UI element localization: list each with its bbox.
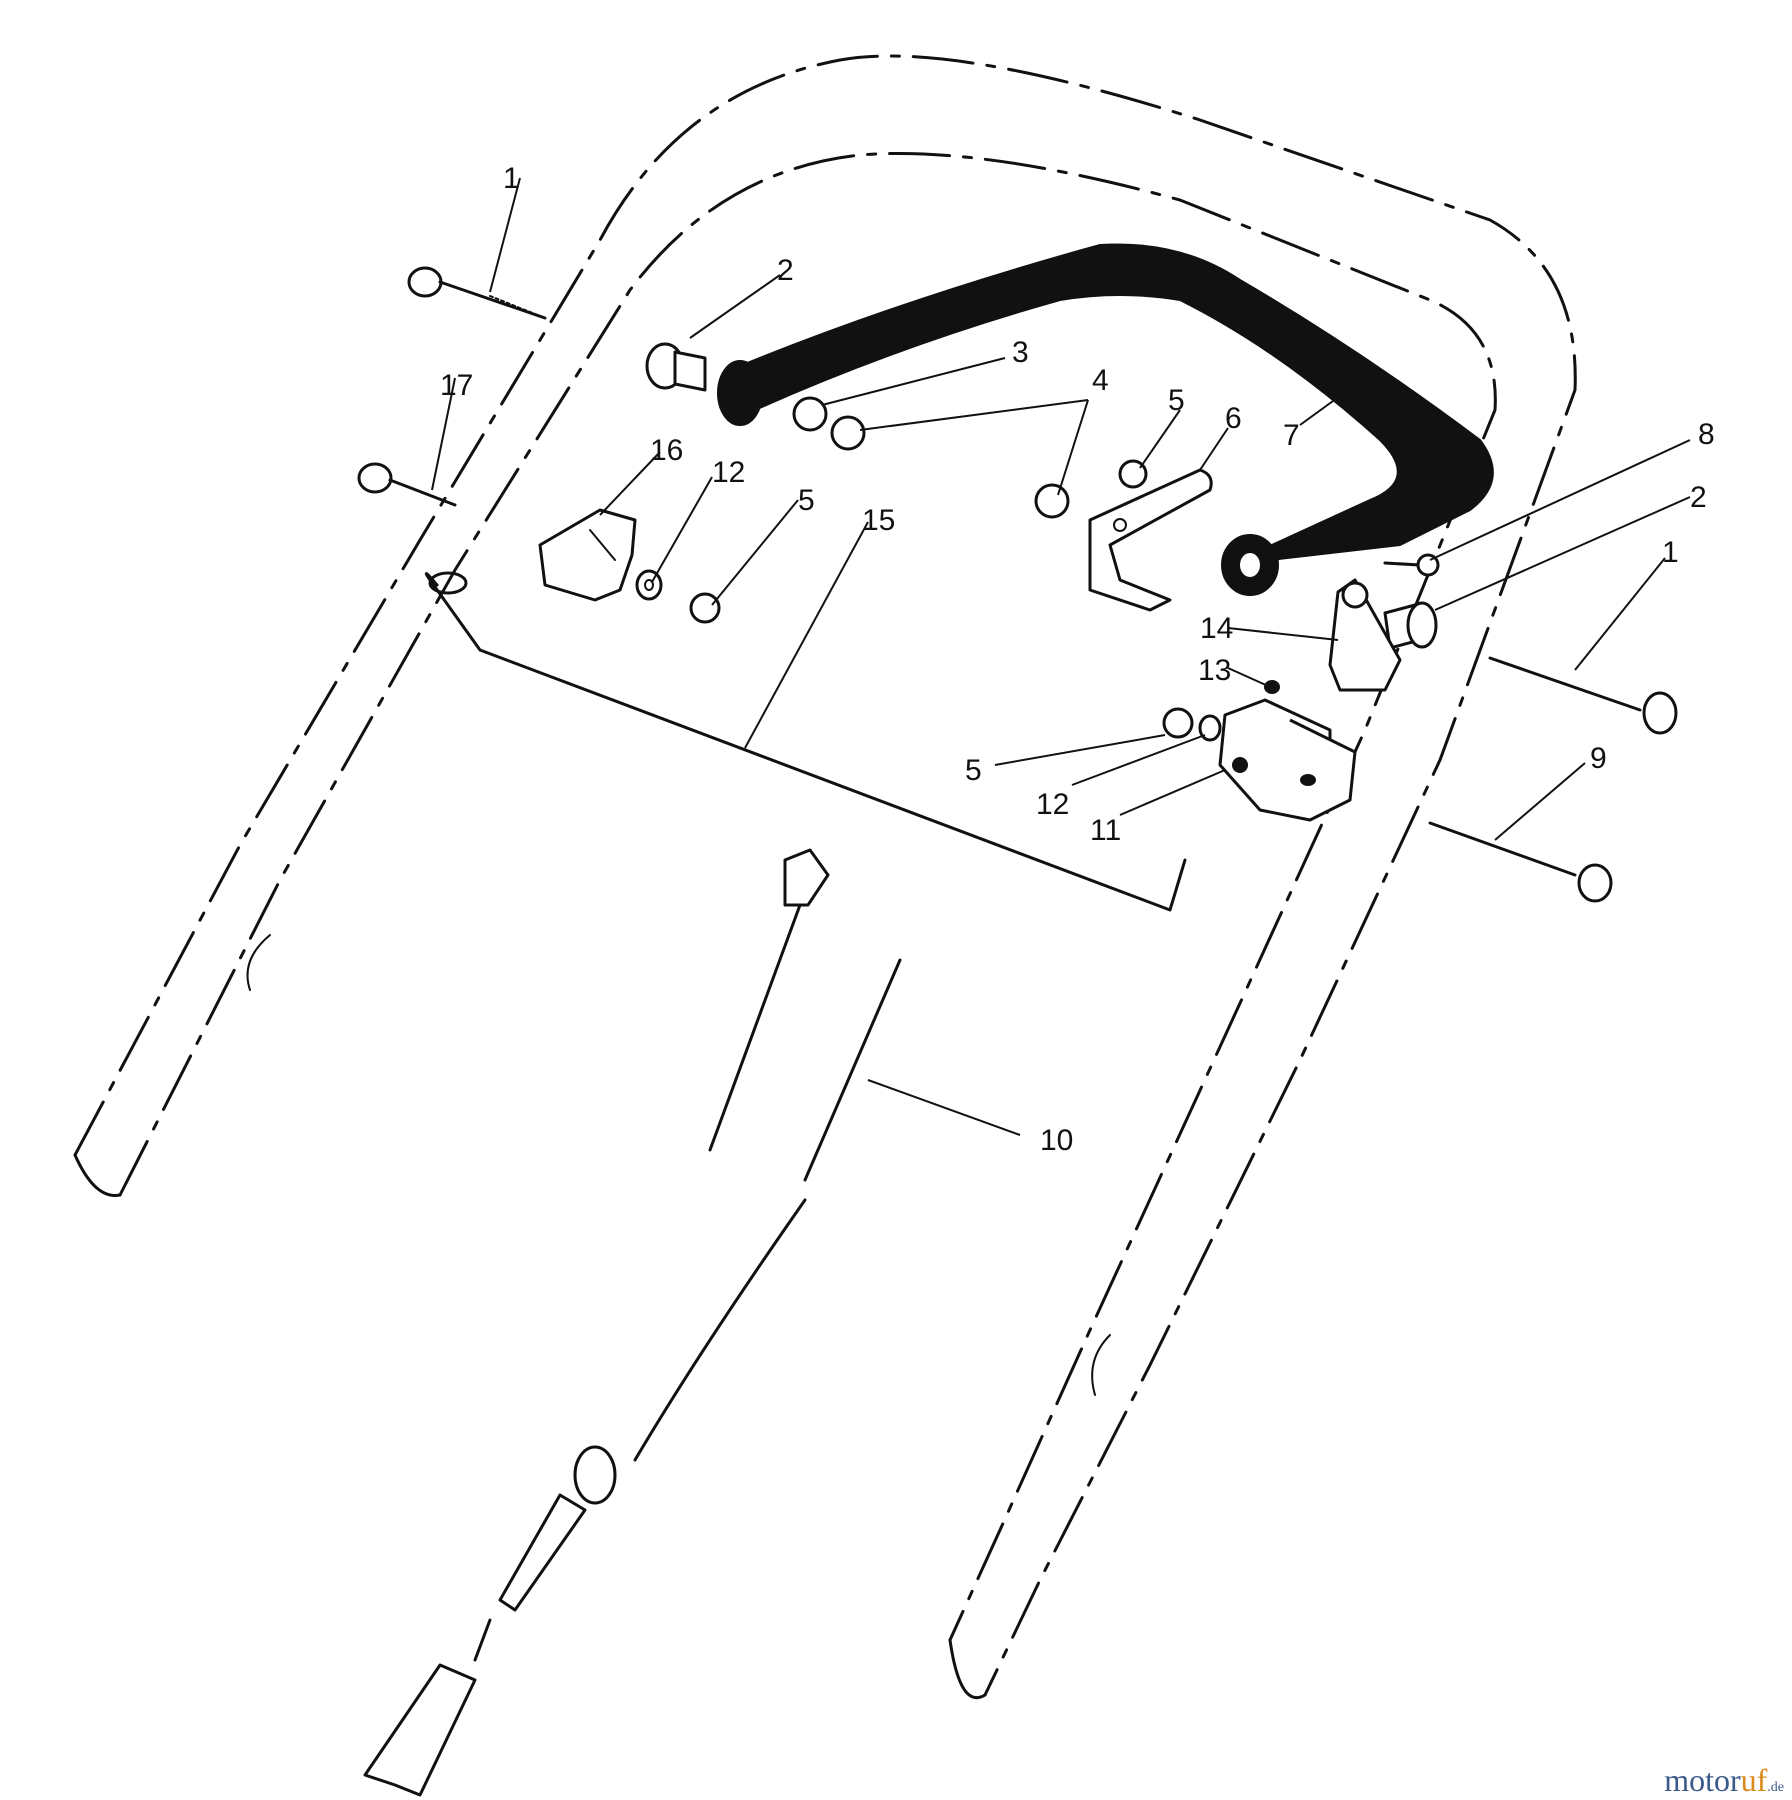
- callout-5-upper: 5: [1168, 384, 1185, 417]
- leader-lines: [431, 177, 1691, 1136]
- part-screw-8: [1383, 553, 1440, 577]
- part-washer-12-lower: [1198, 714, 1222, 742]
- callout-15: 15: [862, 504, 895, 537]
- watermark-accent: uf: [1740, 1762, 1768, 1798]
- part-carriage-bolt-1-left: [407, 266, 547, 320]
- part-cable-10: [363, 848, 902, 1797]
- part-housing-11: [1218, 698, 1357, 822]
- callout-6: 6: [1225, 402, 1242, 435]
- callout-14: 14: [1200, 612, 1233, 645]
- bail-handle: [717, 243, 1494, 596]
- part-spacer-3: [792, 396, 828, 432]
- callout-2-right: 2: [1690, 481, 1707, 514]
- callout-8: 8: [1698, 418, 1715, 451]
- callout-10: 10: [1040, 1124, 1073, 1157]
- part-rod-15: [424, 571, 1187, 912]
- part-bracket-6: [1088, 468, 1213, 612]
- callout-2-top: 2: [777, 254, 794, 287]
- watermark-main: motor: [1664, 1762, 1741, 1798]
- part-shoulder-bolt-2-top: [645, 342, 707, 392]
- callout-13: 13: [1198, 654, 1231, 687]
- part-locknut-4-lower: [1034, 483, 1070, 519]
- callout-4: 4: [1092, 364, 1109, 397]
- part-bracket-16: [538, 508, 637, 602]
- part-carriage-bolt-9: [1428, 821, 1613, 903]
- callout-1-left: 1: [503, 162, 520, 195]
- callout-17: 17: [440, 369, 473, 402]
- site-watermark: motoruf.de: [1664, 1764, 1784, 1796]
- callout-7: 7: [1283, 419, 1300, 452]
- handle-frame: [73, 54, 1577, 1700]
- watermark-tld: .de: [1767, 1780, 1784, 1795]
- part-locknut-4-upper: [830, 415, 866, 451]
- callout-3: 3: [1012, 336, 1029, 369]
- part-cam-14: [1328, 578, 1402, 692]
- callouts: 1 2 3 4 5 6 7 8 2 1 17 16 12 5 15 14 13 …: [440, 162, 1715, 1157]
- part-shoulder-bolt-2-right: [1383, 601, 1438, 650]
- part-spring-13: [1264, 680, 1280, 694]
- callout-12-lower: 12: [1036, 788, 1069, 821]
- callout-1-right: 1: [1662, 536, 1679, 569]
- callout-5-lower: 5: [965, 754, 982, 787]
- callout-5-mid: 5: [798, 484, 815, 517]
- part-carriage-bolt-17: [357, 462, 457, 507]
- callout-12-upper: 12: [712, 456, 745, 489]
- callout-16: 16: [650, 434, 683, 467]
- part-nut-5-lower: [1162, 707, 1194, 739]
- part-washer-12-upper: [635, 569, 663, 601]
- part-carriage-bolt-1-right: [1488, 656, 1678, 735]
- part-nut-5-mid: [689, 592, 721, 624]
- callout-9: 9: [1590, 742, 1607, 775]
- callout-11: 11: [1090, 814, 1121, 847]
